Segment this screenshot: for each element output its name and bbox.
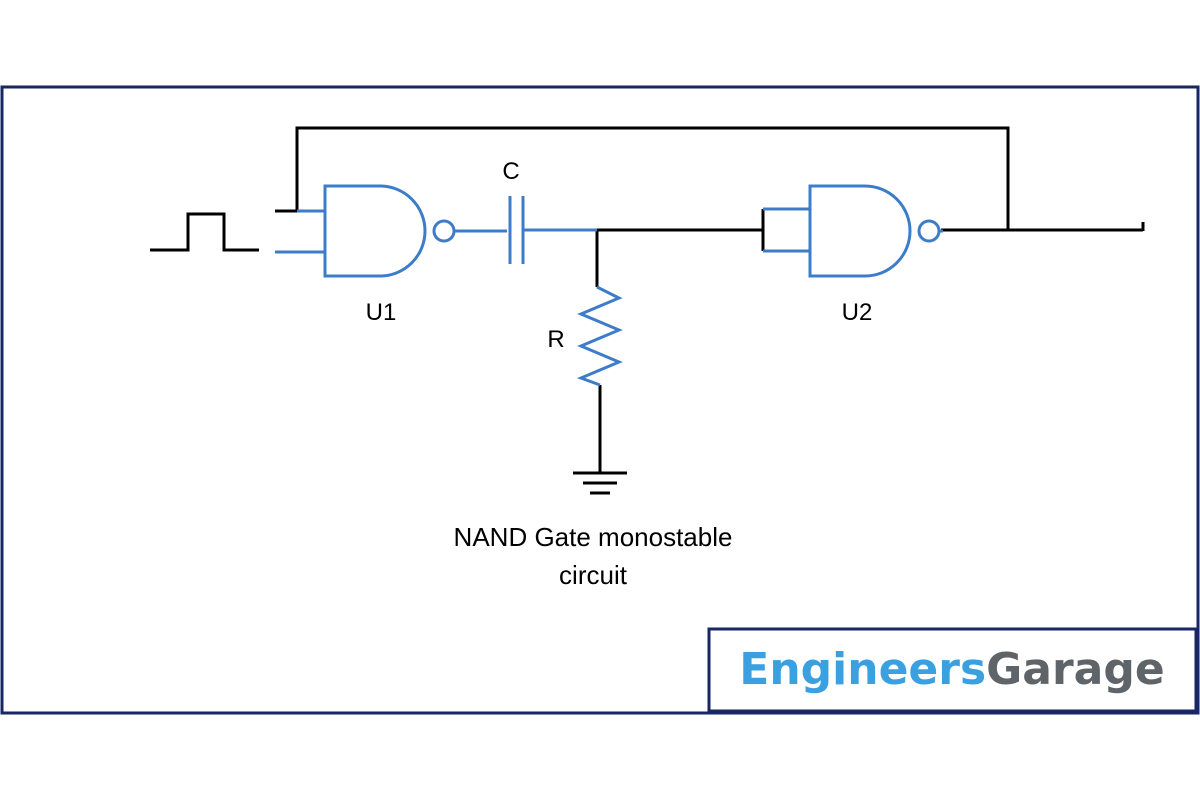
logo-part-1: Engineers	[739, 644, 986, 695]
engineers-garage-logo: EngineersGarage	[707, 627, 1198, 713]
capacitor-label: C	[502, 158, 519, 185]
diagram-border	[0, 85, 1200, 715]
ground-icon	[573, 471, 627, 495]
capacitor-icon	[508, 196, 597, 264]
components	[275, 184, 943, 387]
resistor-icon	[576, 285, 623, 387]
resistor-label: R	[547, 326, 564, 353]
u2-label: U2	[842, 299, 873, 326]
svg-text:EngineersGarage: EngineersGarage	[739, 644, 1164, 695]
input-pulse-icon	[150, 212, 259, 252]
u1-label: U1	[366, 299, 397, 326]
caption-line-1: NAND Gate monostable	[454, 522, 733, 552]
caption-line-2: circuit	[559, 560, 628, 590]
wires	[275, 126, 1145, 472]
nand-gate-u2-icon	[763, 184, 943, 278]
nand-gate-u1-icon	[275, 184, 507, 278]
feedback-wire	[295, 126, 1010, 230]
logo-part-2: Garage	[986, 644, 1165, 695]
